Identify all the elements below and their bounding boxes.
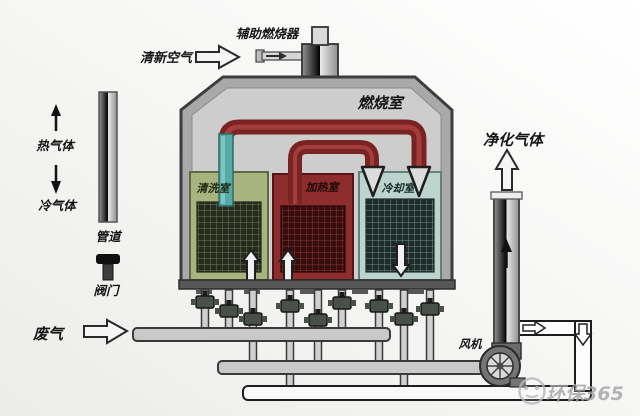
burner-feed-arrow-icon xyxy=(279,52,287,60)
valve-icon xyxy=(390,308,418,326)
watermark-text: 环保365 xyxy=(546,383,624,405)
loop-down-arrow-icon xyxy=(573,323,593,347)
pipe-icon xyxy=(98,91,118,223)
hot-gas-ducts xyxy=(218,119,427,207)
combustion-chamber-label: 燃烧室 xyxy=(356,94,405,112)
legend: 热气体 冷气体 管道 阀门 xyxy=(35,91,123,298)
stack-flow-arrow-icon xyxy=(501,239,512,252)
fan-label: 风机 xyxy=(458,337,483,351)
manifold-upper xyxy=(132,327,391,342)
valve-icon xyxy=(276,295,304,313)
valve-icon xyxy=(328,292,356,310)
cold-gas-label: 冷气体 xyxy=(38,198,78,213)
auxiliary-burner-label: 辅助燃烧器 xyxy=(236,26,300,41)
flow-down-arrow-icon xyxy=(391,243,411,278)
purified-gas-label: 净化气体 xyxy=(483,131,546,149)
valve-label: 阀门 xyxy=(93,283,121,298)
heating-chamber-label: 加热室 xyxy=(305,181,341,194)
fan xyxy=(479,342,526,388)
valve-icon xyxy=(96,254,120,281)
valve-icon xyxy=(215,300,243,318)
exhaust-stack xyxy=(490,191,523,345)
hot-gas-label: 热气体 xyxy=(35,138,76,153)
valve-icon xyxy=(416,298,444,316)
fresh-air-label: 清新空气 xyxy=(140,50,194,66)
recirculation-loop xyxy=(518,320,593,392)
valve-icon xyxy=(365,295,393,313)
cooling-chamber-label: 冷却室 xyxy=(382,182,417,195)
duct-down-arrow-icon xyxy=(360,165,386,198)
valves xyxy=(191,291,444,327)
purge-chamber-label: 清洗室 xyxy=(197,182,232,195)
fresh-air-arrow-icon xyxy=(195,44,242,70)
valve-icon xyxy=(191,291,219,309)
cold-gas-arrow-icon xyxy=(51,165,61,194)
valve-icon xyxy=(239,308,267,326)
waste-gas-label: 废气 xyxy=(32,325,66,343)
valve-icon xyxy=(304,309,332,327)
heating-chamber xyxy=(272,173,354,281)
watermark: 环保365 xyxy=(518,377,624,405)
watermark-logo-icon xyxy=(518,377,546,405)
manifold-middle xyxy=(217,360,485,375)
waste-gas-arrow-icon xyxy=(83,318,130,345)
pipe-label: 管道 xyxy=(95,229,123,244)
duct-down-arrow-icon xyxy=(406,165,432,198)
hot-gas-arrow-icon xyxy=(51,104,61,131)
loop-right-arrow-icon xyxy=(522,320,547,336)
purified-gas-arrow-icon xyxy=(494,148,520,191)
fan-wheel-icon xyxy=(486,352,514,380)
manifold-lower xyxy=(242,385,592,401)
